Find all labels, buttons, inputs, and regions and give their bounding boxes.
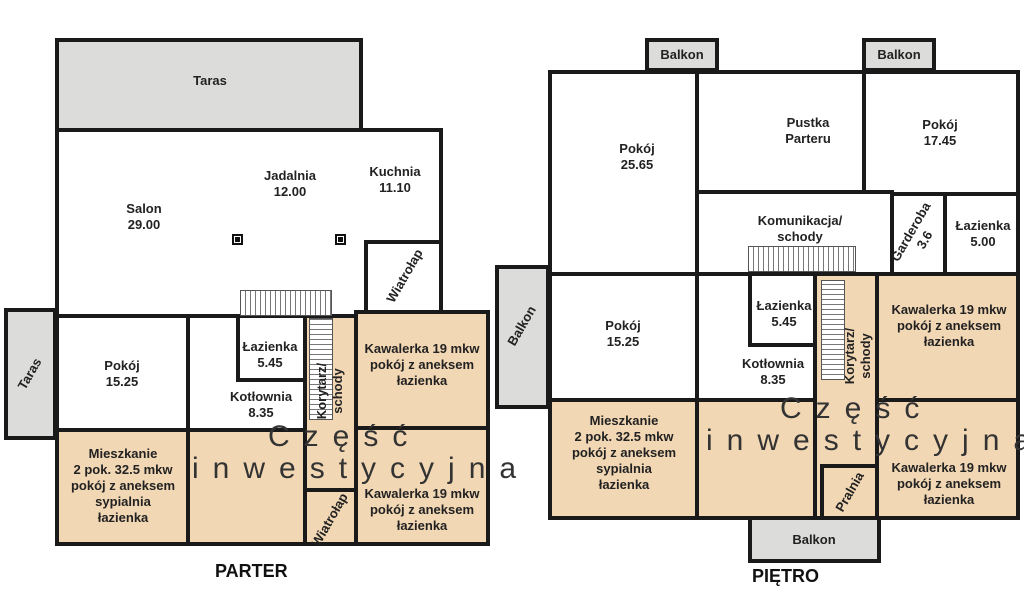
room-label: Kotłownia 8.35 bbox=[229, 389, 293, 420]
room-label: Mieszkanie 2 pok. 32.5 mkw pokój z aneks… bbox=[70, 446, 176, 525]
wiatrolap-bottom bbox=[303, 488, 358, 546]
room-label: Pokój 15.25 bbox=[104, 358, 140, 389]
room-label: Kawalerka 19 mkw pokój z aneksem łazienk… bbox=[364, 486, 480, 533]
kawalerka-bottom bbox=[354, 426, 490, 546]
mieszkanie-room-1 bbox=[548, 398, 699, 520]
room-label: Balkon bbox=[660, 47, 704, 62]
kawalerka-top bbox=[354, 310, 490, 430]
room-label: Komunikacja/ schody bbox=[757, 213, 843, 244]
room-label: Kawalerka 19 mkw pokój z aneksem łazienk… bbox=[364, 341, 480, 388]
kawalerka-bottom bbox=[875, 398, 1020, 520]
stairs bbox=[821, 280, 845, 380]
room-label: Kawalerka 19 mkw pokój z aneksem łazienk… bbox=[891, 302, 1007, 349]
investment-overlay-line1: Część bbox=[780, 392, 934, 425]
room-label: Pokój 25.65 bbox=[619, 141, 655, 172]
room-label: Salon 29.00 bbox=[126, 201, 162, 232]
room-label: Łazienka 5.45 bbox=[242, 339, 298, 370]
column bbox=[335, 234, 346, 245]
room-label: Pustka Parteru bbox=[785, 115, 831, 146]
room-label: Balkon bbox=[792, 532, 836, 547]
room-label: Kuchnia 11.10 bbox=[369, 164, 421, 195]
column bbox=[232, 234, 243, 245]
stairs bbox=[309, 318, 333, 420]
room-label: Korytarz/ schody bbox=[314, 362, 345, 420]
room-label: Korytarz/ schody bbox=[842, 327, 873, 385]
floor-title: PIĘTRO bbox=[752, 566, 820, 586]
investment-overlay-line1: Część bbox=[268, 420, 422, 453]
mieszkanie-room-2 bbox=[186, 428, 307, 546]
floor-title: PARTER bbox=[215, 561, 288, 581]
mieszkanie-room-2 bbox=[695, 398, 817, 520]
pralnia bbox=[820, 464, 879, 520]
room-label: Pokój 17.45 bbox=[922, 117, 958, 148]
room-label: Mieszkanie 2 pok. 32.5 mkw pokój z aneks… bbox=[571, 413, 677, 492]
room-label: Taras bbox=[193, 73, 227, 88]
investment-overlay-line2: inwestycyjna bbox=[706, 424, 1024, 457]
stairs bbox=[240, 290, 332, 316]
room-label: Łazienka 5.45 bbox=[756, 298, 812, 329]
lazienka-right bbox=[943, 192, 1020, 276]
room-label: Balkon bbox=[877, 47, 921, 62]
investment-overlay-line2: inwestycyjna bbox=[192, 452, 531, 485]
room-label: Łazienka 5.00 bbox=[955, 218, 1011, 249]
room-label: Kotłownia 8.35 bbox=[741, 356, 805, 387]
room-label: Jadalnia 12.00 bbox=[263, 168, 317, 199]
room-label: Pokój 15.25 bbox=[605, 318, 641, 349]
pokoj-large bbox=[548, 70, 699, 276]
pokoj-right bbox=[862, 70, 1020, 196]
stairs bbox=[748, 246, 856, 272]
room-label: Kawalerka 19 mkw pokój z aneksem łazienk… bbox=[891, 460, 1007, 507]
balkon-bottom bbox=[748, 516, 881, 563]
